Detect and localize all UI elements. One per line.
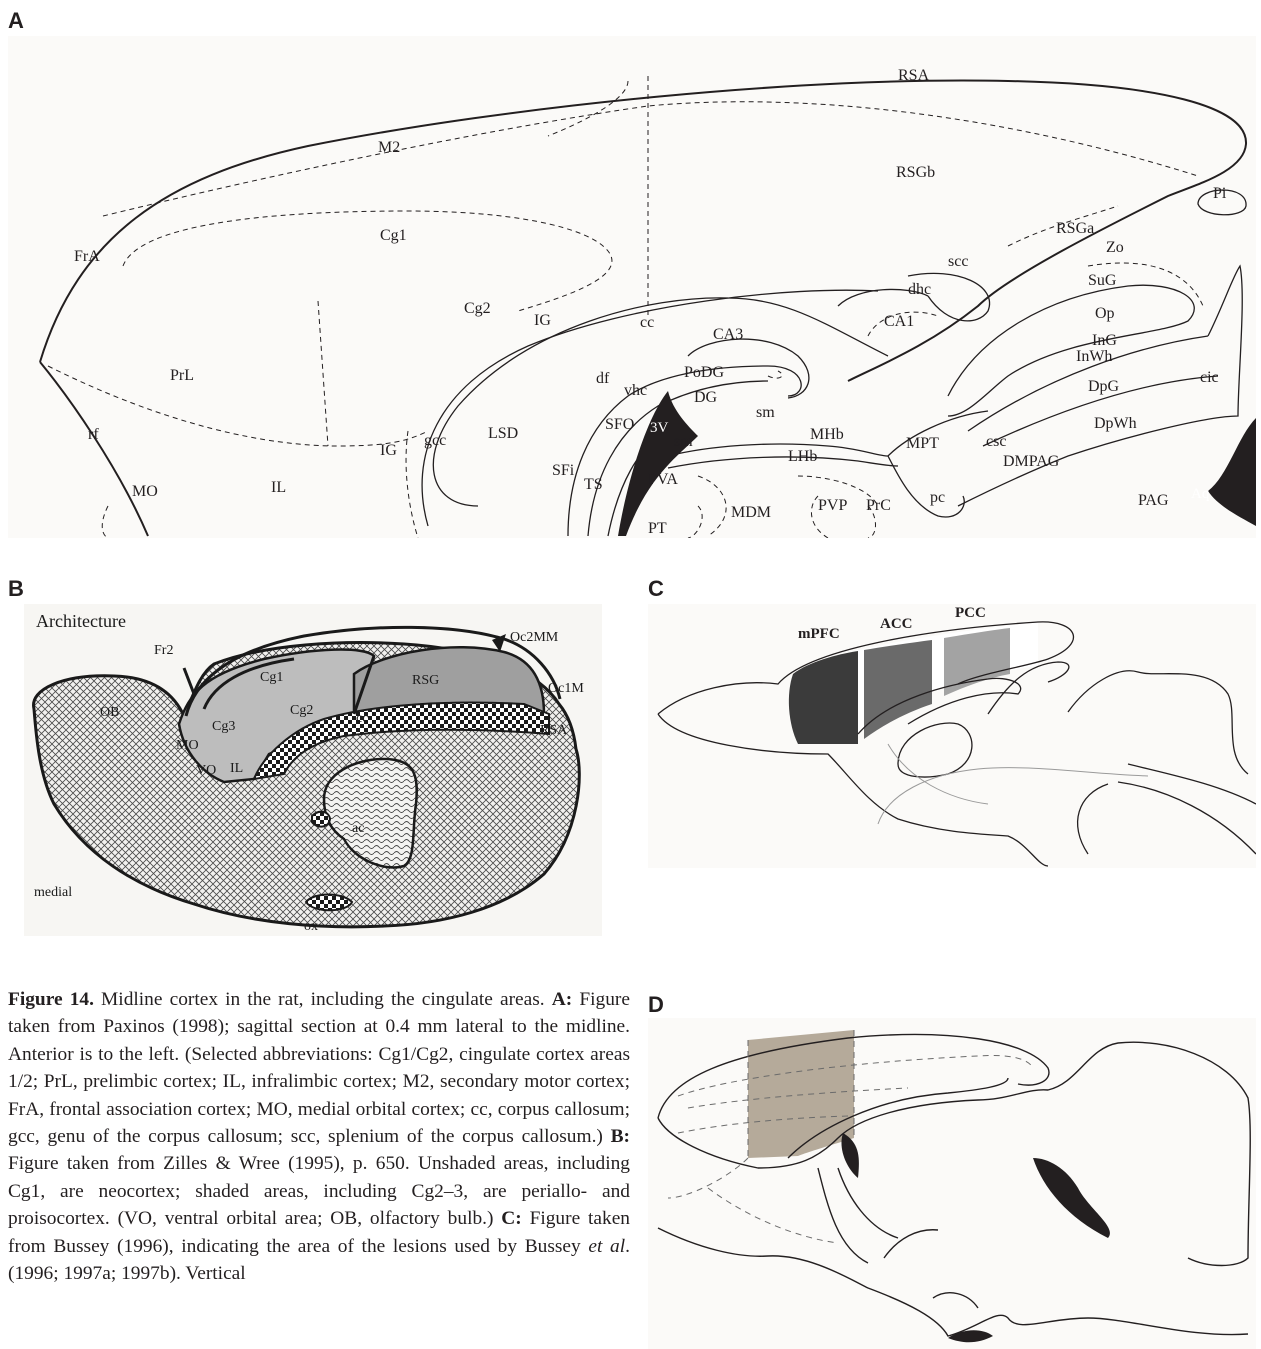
label-ob: OB <box>100 705 119 720</box>
panel-letter-d: D <box>648 992 664 1018</box>
label-medial: medial <box>34 885 72 900</box>
label-rsga: RSGa <box>1056 220 1094 237</box>
label-pcc: PCC <box>955 605 986 621</box>
label-ig-2: IG <box>380 442 397 459</box>
label-m2: M2 <box>378 139 400 156</box>
panel-a-sagittal-section: RSA M2 RSGb Pi Cg1 RSGa Zo FrA scc SuG d… <box>8 36 1256 538</box>
label-rsa: RSA <box>540 723 568 738</box>
label-prl: PrL <box>170 367 194 384</box>
label-rsgb: RSGb <box>896 164 935 181</box>
label-mo: MO <box>132 483 158 500</box>
label-zo: Zo <box>1106 239 1124 256</box>
caption-b-label: B: <box>611 1126 630 1147</box>
label-fra: FrA <box>74 248 100 265</box>
label-sm-1: sm <box>756 404 775 421</box>
label-podg: PoDG <box>684 364 724 381</box>
label-sfi: SFi <box>552 462 575 479</box>
label-ts: TS <box>584 476 603 493</box>
label-fr2: Fr2 <box>154 643 173 658</box>
label-cg1: Cg1 <box>260 670 283 685</box>
label-lsd: LSD <box>488 425 518 442</box>
label-vhc: vhc <box>624 382 647 399</box>
label-pi: Pi <box>1213 185 1227 202</box>
label-cc: cc <box>640 314 654 331</box>
caption-a-label: A: <box>552 989 572 1010</box>
label-cg1: Cg1 <box>380 227 407 244</box>
label-scc: scc <box>948 253 968 270</box>
label-mpt: MPT <box>906 435 939 452</box>
label-lhb: LHb <box>788 448 817 465</box>
caption-text-2: Figure taken from Paxinos (1998); sagitt… <box>8 989 630 1147</box>
caption-c-label: C: <box>501 1208 521 1229</box>
label-dpwh: DpWh <box>1094 415 1137 432</box>
label-ig-1: IG <box>534 312 551 329</box>
panel-letter-b: B <box>8 576 24 602</box>
panel-c-lesion-regions: mPFC ACC PCC <box>648 604 1256 868</box>
label-mdm: MDM <box>731 504 771 521</box>
panel-letter-c: C <box>648 576 664 602</box>
figure-caption: Figure 14. Midline cortex in the rat, in… <box>8 986 630 1287</box>
caption-figure-number: Figure 14. <box>8 989 94 1010</box>
label-sfo: SFO <box>605 416 634 433</box>
label-acc: ACC <box>880 616 913 632</box>
label-rsa: RSA <box>898 67 930 84</box>
label-mpfc: mPFC <box>798 626 840 642</box>
label-cg2: Cg2 <box>290 703 313 718</box>
label-inwh: InWh <box>1076 348 1112 365</box>
label-prc: PrC <box>866 497 891 514</box>
label-mo: MO <box>176 738 199 753</box>
label-dmpag: DMPAG <box>1003 453 1060 470</box>
label-cg2: Cg2 <box>464 300 491 317</box>
label-pvp: PVP <box>818 497 847 514</box>
label-ca3: CA3 <box>713 326 743 343</box>
label-oc2mm: Oc2MM <box>510 630 559 645</box>
label-op: Op <box>1095 305 1115 322</box>
label-dg: DG <box>694 389 718 406</box>
label-mhb: MHb <box>810 426 844 443</box>
panel-b-architecture: Architecture Fr2 Cg1 Oc2MM Oc1M RSG OB C… <box>24 604 602 936</box>
label-pag: PAG <box>1138 492 1169 509</box>
panel-letter-a: A <box>8 8 24 34</box>
label-gcc: gcc <box>424 432 446 449</box>
label-ca1: CA1 <box>884 313 914 330</box>
panel-d-lesion-area <box>648 1018 1256 1349</box>
label-dpg: DpG <box>1088 378 1120 395</box>
label-sug: SuG <box>1088 272 1117 289</box>
label-cc: cc <box>356 711 368 726</box>
label-3v: 3V <box>650 420 669 436</box>
label-dhc: dhc <box>908 281 931 298</box>
label-oc1m: Oc1M <box>548 681 584 696</box>
caption-text-1: Midline cortex in the rat, including the… <box>94 989 552 1010</box>
label-aq: Aq <box>1191 486 1210 502</box>
label-cg3: Cg3 <box>212 719 235 734</box>
label-rsg: RSG <box>412 673 439 688</box>
label-rf: rf <box>88 426 99 443</box>
label-sm-2: sm <box>674 433 693 450</box>
label-csc: csc <box>986 433 1006 450</box>
label-cic: cic <box>1200 369 1219 386</box>
label-ing: InG <box>1092 332 1117 349</box>
label-pva: PVA <box>648 471 678 488</box>
label-pt: PT <box>648 520 667 537</box>
panel-b-title: Architecture <box>36 611 126 631</box>
label-pc: pc <box>930 489 945 506</box>
caption-et-al: et al <box>588 1236 625 1257</box>
label-vo: VO <box>196 763 216 778</box>
label-il: IL <box>230 761 243 776</box>
label-ox: ox <box>304 919 318 934</box>
label-ac: ac <box>352 821 364 836</box>
label-df: df <box>596 370 610 387</box>
label-il: IL <box>271 479 286 496</box>
